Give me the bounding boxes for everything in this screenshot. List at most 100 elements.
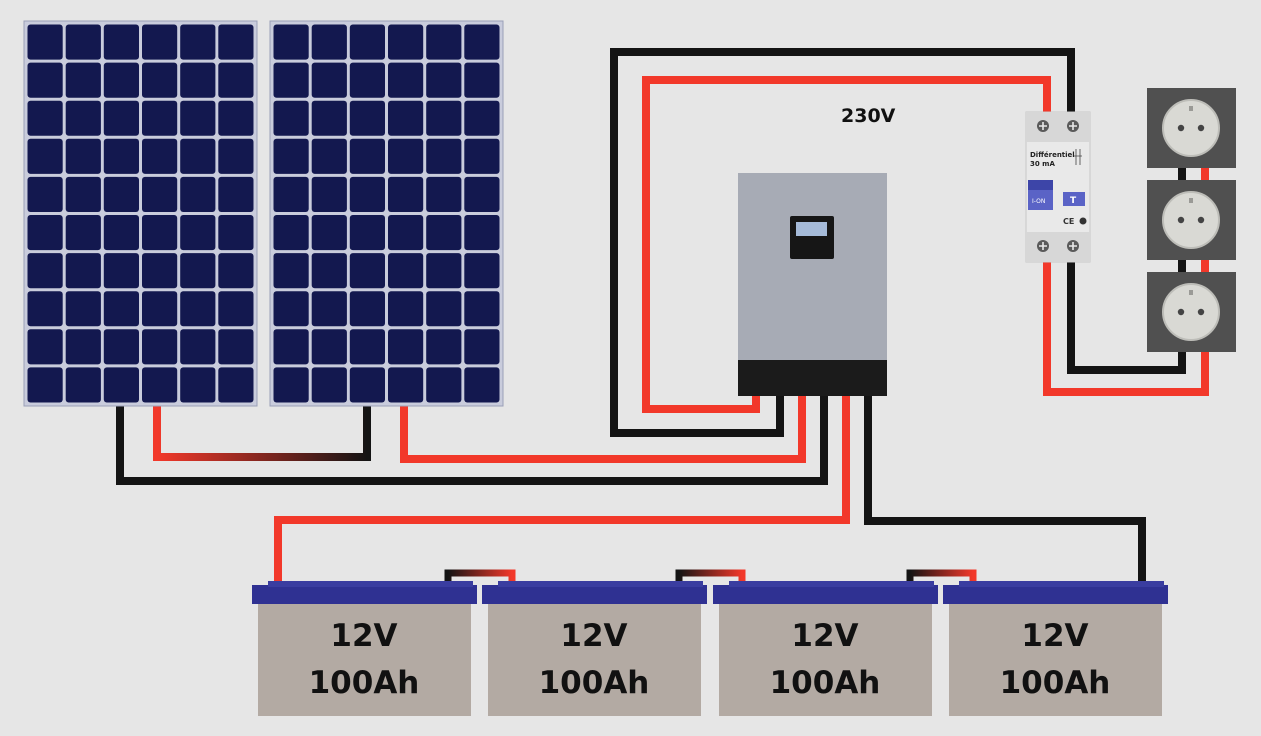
solar-cell <box>180 62 216 98</box>
solar-cell <box>273 253 309 289</box>
solar-cell <box>142 62 178 98</box>
solar-cell <box>65 24 101 60</box>
solar-cell <box>311 24 347 60</box>
solar-cell <box>27 215 63 251</box>
battery-voltage-label: 12V <box>1021 618 1088 654</box>
solar-cell <box>426 138 462 174</box>
battery-capacity-label: 100Ah <box>309 665 420 701</box>
battery-positive-wire <box>274 396 850 585</box>
solar-cell <box>388 215 424 251</box>
solar-cell <box>65 100 101 136</box>
solar-cell <box>142 291 178 327</box>
solar-cell <box>426 329 462 365</box>
socket-ground-pin <box>1189 198 1193 203</box>
solar-cell <box>218 24 254 60</box>
solar-cell <box>311 367 347 403</box>
inverter <box>738 173 887 396</box>
solar-cell <box>65 215 101 251</box>
circuit-symbol-icon <box>1074 149 1082 165</box>
battery-lid-top <box>268 581 473 587</box>
solar-cell <box>311 291 347 327</box>
breaker-test-label: T <box>1070 196 1077 206</box>
solar-cell <box>426 24 462 60</box>
battery-lid <box>482 585 707 604</box>
socket-face[interactable] <box>1162 99 1220 157</box>
breaker-bottom-strip <box>1026 232 1090 262</box>
solar-cell <box>65 62 101 98</box>
socket-hole <box>1177 124 1185 132</box>
solar-cell <box>464 291 500 327</box>
solar-cell <box>388 24 424 60</box>
battery-lid-top <box>959 581 1164 587</box>
breaker-test-button[interactable] <box>1063 192 1085 206</box>
solar-cell <box>273 367 309 403</box>
solar-cell <box>273 100 309 136</box>
solar-cell <box>349 253 385 289</box>
solar-cell <box>273 62 309 98</box>
solar-panel <box>269 20 504 407</box>
screw-terminal-icon <box>1037 240 1049 252</box>
panel-negative-wire <box>116 396 828 485</box>
solar-cell <box>180 176 216 212</box>
socket-face[interactable] <box>1162 191 1220 249</box>
solar-cell <box>349 291 385 327</box>
solar-cell <box>103 329 139 365</box>
solar-cell <box>180 215 216 251</box>
solar-cell <box>65 138 101 174</box>
solar-cell <box>311 62 347 98</box>
solar-cell <box>65 253 101 289</box>
solar-cell <box>103 100 139 136</box>
breaker-switch-handle[interactable] <box>1028 180 1053 190</box>
solar-cell <box>27 291 63 327</box>
solar-cell <box>464 176 500 212</box>
solar-cell <box>103 291 139 327</box>
socket-hole <box>1177 216 1185 224</box>
solar-cell <box>142 253 178 289</box>
solar-cell <box>103 62 139 98</box>
solar-panels <box>23 20 504 407</box>
solar-cell <box>273 176 309 212</box>
solar-cell <box>65 367 101 403</box>
solar-cell <box>464 215 500 251</box>
solar-cell <box>180 24 216 60</box>
socket-hole <box>1197 124 1205 132</box>
socket-ground-pin <box>1189 290 1193 295</box>
solar-cell <box>464 24 500 60</box>
battery-capacity-label: 100Ah <box>1000 665 1111 701</box>
battery-voltage-label: 12V <box>330 618 397 654</box>
solar-cell <box>273 329 309 365</box>
socket-hole <box>1197 308 1205 316</box>
solar-cell <box>388 253 424 289</box>
solar-cell <box>27 367 63 403</box>
ac-live-wire <box>642 76 1051 413</box>
solar-cell <box>464 367 500 403</box>
battery-capacity-label: 100Ah <box>539 665 650 701</box>
socket-face[interactable] <box>1162 283 1220 341</box>
solar-cell <box>142 176 178 212</box>
inverter-base <box>738 360 887 396</box>
solar-cell <box>311 100 347 136</box>
battery-lid-top <box>729 581 934 587</box>
solar-cell <box>65 176 101 212</box>
solar-cell <box>426 176 462 212</box>
solar-cell <box>103 176 139 212</box>
solar-cell <box>27 329 63 365</box>
solar-cell <box>218 329 254 365</box>
socket-live-wire <box>1043 262 1209 396</box>
solar-cell <box>180 100 216 136</box>
ce-mark: CE <box>1063 217 1074 226</box>
battery-body <box>949 600 1162 716</box>
solar-panel-frame <box>23 20 258 407</box>
battery-lid <box>713 585 938 604</box>
solar-cell <box>218 215 254 251</box>
solar-cell <box>65 291 101 327</box>
certification-icon <box>1079 217 1087 225</box>
socket-hole <box>1197 216 1205 224</box>
breaker-top-strip <box>1026 112 1090 142</box>
solar-cell <box>218 62 254 98</box>
solar-cell <box>218 253 254 289</box>
battery-capacity-label: 100Ah <box>770 665 881 701</box>
solar-cell <box>464 138 500 174</box>
solar-cell <box>27 253 63 289</box>
